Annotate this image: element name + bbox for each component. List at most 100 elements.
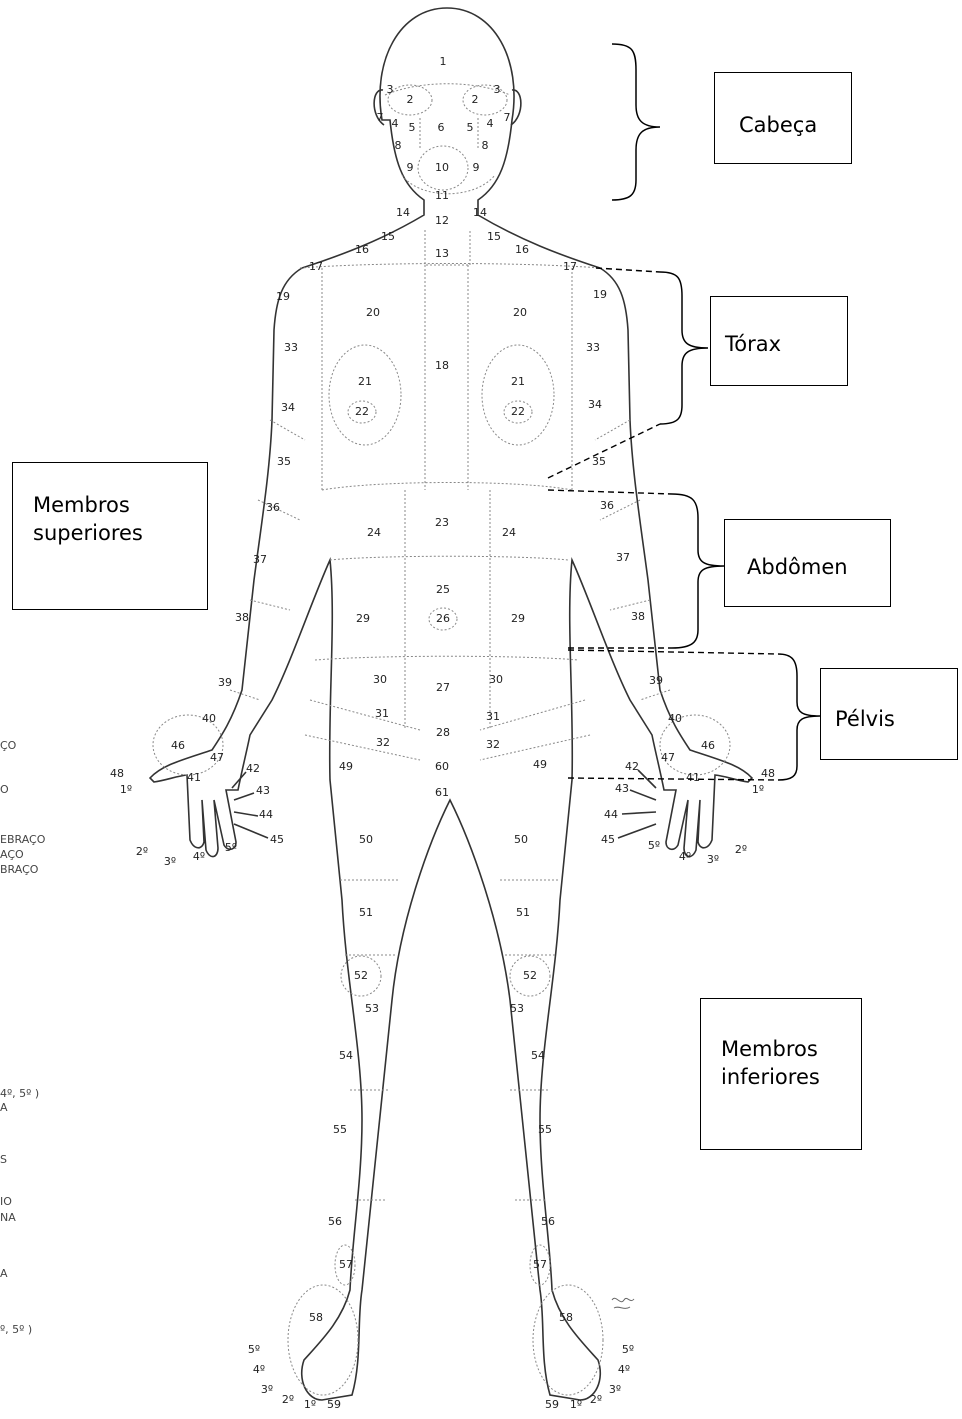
region-number: 31 — [486, 710, 500, 723]
digit-label: 3º — [609, 1383, 621, 1396]
digit-label: 4º — [618, 1363, 630, 1376]
region-number: 19 — [593, 288, 607, 301]
legend-fragment: A — [0, 1267, 8, 1280]
region-number: 41 — [686, 771, 700, 784]
region-number: 34 — [281, 401, 295, 414]
region-number: 51 — [359, 906, 373, 919]
region-number: 22 — [355, 405, 369, 418]
region-number: 52 — [354, 969, 368, 982]
legend-fragment: EBRAÇO — [0, 833, 46, 846]
region-number: 20 — [366, 306, 380, 319]
abdomen-brace — [672, 494, 724, 648]
region-number: 3 — [494, 83, 501, 96]
body-outline — [150, 8, 752, 1400]
region-number: 26 — [436, 612, 450, 625]
region-number: 48 — [761, 767, 775, 780]
region-number: 40 — [668, 712, 682, 725]
digit-label: 5º — [622, 1343, 634, 1356]
pelvis-label: Pélvis — [835, 707, 895, 731]
region-number: 12 — [435, 214, 449, 227]
region-number: 29 — [511, 612, 525, 625]
digit-label: 2º — [590, 1393, 602, 1406]
region-number: 56 — [328, 1215, 342, 1228]
region-number: 11 — [435, 189, 449, 202]
region-number: 49 — [339, 760, 353, 773]
region-number: 45 — [270, 833, 284, 846]
region-number: 29 — [356, 612, 370, 625]
region-number: 50 — [359, 833, 373, 846]
region-number: 22 — [511, 405, 525, 418]
pelvis-leader-top — [568, 650, 778, 654]
legend-fragment: A — [0, 1101, 8, 1114]
cabeca-label: Cabeça — [739, 113, 817, 137]
region-number: 58 — [309, 1311, 323, 1324]
digit-label: 3º — [164, 855, 176, 868]
pelvis-label-box: Pélvis — [820, 668, 958, 760]
region-number: 25 — [436, 583, 450, 596]
digit-label: 1º — [120, 783, 132, 796]
abdomen-label-box: Abdômen — [724, 519, 891, 607]
region-ovals — [153, 85, 730, 1395]
membros-inferiores-label-box: Membros inferiores — [700, 998, 862, 1150]
torax-brace — [660, 272, 708, 424]
digit-labels: 1º 2º 3º 4º 5º 1º 2º 3º 4º 5º 1º 2º 3º 4… — [120, 783, 764, 1411]
digit-label: 4º — [193, 850, 205, 863]
region-number: 55 — [333, 1123, 347, 1136]
digit-label: 5º — [648, 839, 660, 852]
region-number: 33 — [586, 341, 600, 354]
pelvis-leader-bottom — [568, 778, 778, 780]
digit-label: 5º — [248, 1343, 260, 1356]
region-number: 8 — [395, 139, 402, 152]
membros-superiores-label-box: Membros superiores — [12, 462, 208, 610]
region-number: 58 — [559, 1311, 573, 1324]
region-number: 7 — [377, 111, 384, 124]
legend-fragment: IO — [0, 1195, 12, 1208]
region-number: 36 — [266, 501, 280, 514]
abdomen-label: Abdômen — [747, 555, 848, 579]
region-number: 48 — [110, 767, 124, 780]
region-number: 36 — [600, 499, 614, 512]
region-number: 37 — [616, 551, 630, 564]
region-number: 39 — [649, 674, 663, 687]
hand-leader-lines — [232, 770, 656, 838]
region-number: 23 — [435, 516, 449, 529]
digit-label: 5º — [225, 841, 237, 854]
region-number: 35 — [277, 455, 291, 468]
region-number: 4 — [392, 117, 399, 130]
region-number: 15 — [487, 230, 501, 243]
legend-fragment: S — [0, 1153, 7, 1166]
digit-label: 4º — [253, 1363, 265, 1376]
legend-fragment: BRAÇO — [0, 863, 39, 876]
region-number: 46 — [171, 739, 185, 752]
region-number: 54 — [531, 1049, 545, 1062]
region-number: 42 — [246, 762, 260, 775]
region-number: 61 — [435, 786, 449, 799]
pelvis-brace — [778, 654, 820, 780]
region-number: 32 — [486, 738, 500, 751]
legend-fragment: ÇO — [0, 739, 17, 752]
region-number: 49 — [533, 758, 547, 771]
region-number: 32 — [376, 736, 390, 749]
region-number: 57 — [533, 1258, 547, 1271]
region-number: 43 — [256, 784, 270, 797]
region-number: 56 — [541, 1215, 555, 1228]
region-number: 37 — [253, 553, 267, 566]
region-numbers: 1 2 2 3 3 4 4 5 5 6 7 7 8 8 9 9 10 11 12… — [110, 55, 775, 1411]
digit-label: 2º — [735, 843, 747, 856]
region-number: 10 — [435, 161, 449, 174]
region-number: 21 — [511, 375, 525, 388]
digit-label: 1º — [570, 1398, 582, 1411]
region-number: 28 — [436, 726, 450, 739]
region-number: 45 — [601, 833, 615, 846]
region-number: 35 — [592, 455, 606, 468]
region-number: 52 — [523, 969, 537, 982]
region-number: 41 — [187, 771, 201, 784]
region-number: 5 — [409, 121, 416, 134]
region-number: 44 — [259, 808, 273, 821]
region-number: 4 — [487, 117, 494, 130]
region-number: 53 — [365, 1002, 379, 1015]
region-number: 38 — [631, 610, 645, 623]
left-legend-fragments: ÇO O EBRAÇO AÇO BRAÇO 4º, 5º ) A S IO NA… — [0, 739, 46, 1336]
region-number: 57 — [339, 1258, 353, 1271]
